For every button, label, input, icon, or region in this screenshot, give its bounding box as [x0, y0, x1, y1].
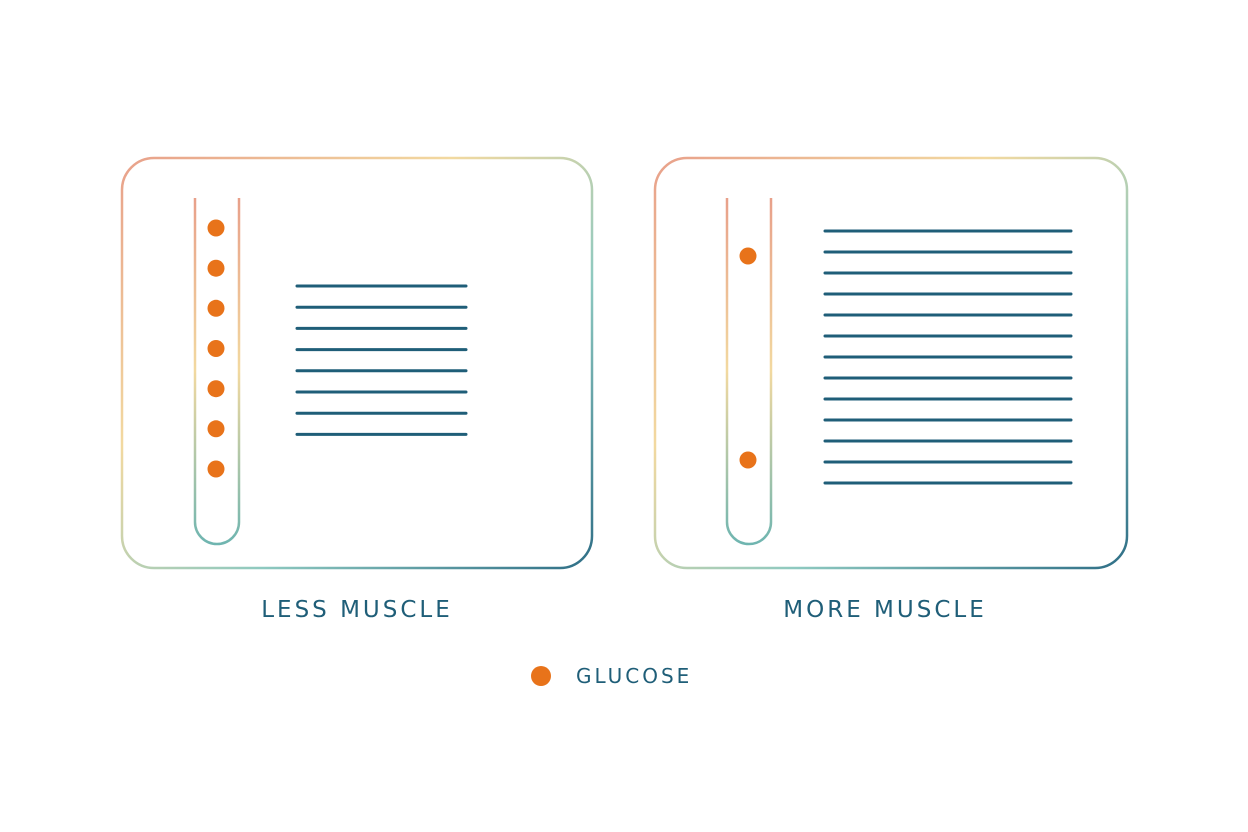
blood-vessel [193, 198, 241, 546]
glucose-molecule [207, 219, 225, 237]
legend: GLUCOSE [531, 664, 692, 688]
glucose-molecule [739, 247, 757, 265]
legend-label: GLUCOSE [576, 664, 692, 688]
muscle-fibers [295, 284, 468, 436]
glucose-molecule [207, 380, 225, 398]
muscle-fibers [823, 229, 1073, 485]
blood-vessel [725, 198, 773, 546]
glucose-molecule [739, 451, 757, 469]
panel-frame [120, 156, 594, 570]
glucose-molecule [207, 460, 225, 478]
panel-more-muscle: MORE MUSCLE [653, 156, 1129, 623]
glucose-molecule [207, 340, 225, 357]
glucose-molecules [739, 247, 757, 469]
panel-frame [653, 156, 1129, 570]
glucose-dot-icon [531, 666, 551, 686]
glucose-molecule [207, 299, 225, 317]
panel-less-muscle: LESS MUSCLE [120, 156, 594, 623]
glucose-molecule [207, 259, 225, 277]
panel-label: LESS MUSCLE [261, 597, 453, 623]
glucose-molecule [207, 420, 225, 438]
panel-label: MORE MUSCLE [783, 597, 986, 623]
glucose-molecules [207, 219, 225, 478]
